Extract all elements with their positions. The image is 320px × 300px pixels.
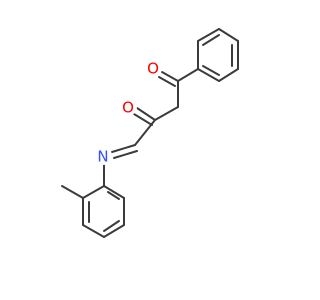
bond (197, 28, 220, 42)
nitrogen-label: N (97, 148, 108, 166)
carbon-chain (103, 68, 199, 187)
bond (103, 185, 125, 199)
methyl-bond (61, 185, 84, 199)
bond (218, 68, 239, 82)
atom-labels: O O N (94, 59, 162, 166)
bond (82, 185, 105, 199)
bond (134, 119, 156, 146)
bond (177, 68, 199, 82)
bond (103, 224, 125, 238)
aromatic-double-bond (103, 220, 120, 232)
imine-double-bond (113, 150, 138, 159)
oxygen-label-1: O (147, 60, 159, 78)
label-background (94, 147, 112, 165)
bond (154, 106, 179, 121)
carbonyl-double-bond (136, 107, 156, 121)
oxygen-atom-2: O (119, 98, 137, 117)
aromatic-double-bond (202, 34, 220, 46)
carbonyl-double-bond (161, 71, 179, 82)
aromatic-double-bond (107, 191, 120, 200)
structure-diagram: O O N (61, 28, 239, 238)
oxygen-atom-1: O (144, 59, 162, 78)
tolyl-ring (61, 185, 125, 238)
molecule-svg: O O N (61, 28, 239, 238)
label-background (119, 98, 137, 116)
label-background (144, 59, 162, 77)
carbonyl-double-bond (133, 113, 153, 126)
imine-double-bond (111, 144, 136, 153)
carbonyl-double-bond (158, 76, 176, 87)
phenyl-ring-top (197, 28, 239, 82)
nitrogen-atom: N (94, 147, 112, 166)
oxygen-label-2: O (122, 99, 134, 117)
aromatic-double-bond (202, 65, 220, 76)
bond (82, 224, 105, 238)
bond (197, 68, 220, 82)
bond (218, 28, 239, 42)
